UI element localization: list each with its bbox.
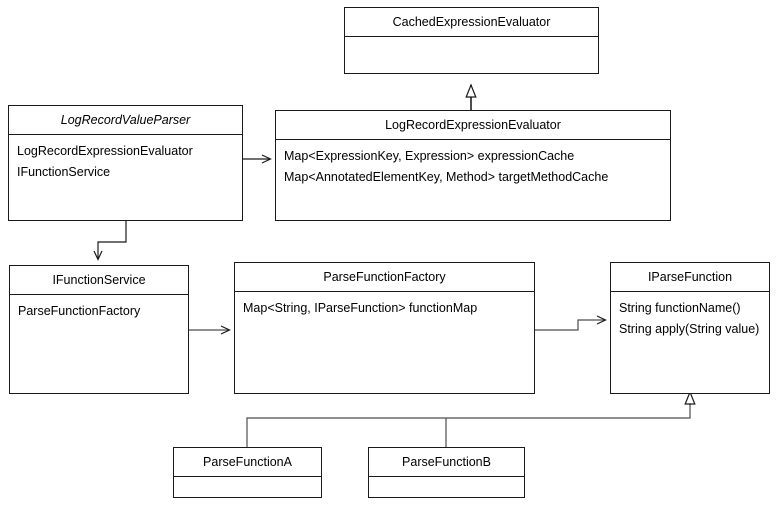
class-attribute: ParseFunctionFactory xyxy=(18,304,141,318)
class-attribute: IFunctionService xyxy=(17,165,111,179)
class-attributes-iparse-function: String functionName() String apply(Strin… xyxy=(611,292,769,393)
class-attributes-parse-function-b xyxy=(369,477,524,497)
edge-subclasses-implement-iparse xyxy=(246,390,696,447)
class-attribute: Map<ExpressionKey, Expression> expressio… xyxy=(284,149,575,163)
class-attribute: String apply(String value) xyxy=(619,322,760,336)
class-box-ifunction-service[interactable]: IFunctionService ParseFunctionFactory xyxy=(9,265,189,394)
class-box-iparse-function[interactable]: IParseFunction String functionName() Str… xyxy=(610,262,770,394)
class-title-cached-expression-evaluator: CachedExpressionEvaluator xyxy=(345,8,598,37)
class-attribute: String functionName() xyxy=(619,301,741,315)
class-attribute: LogRecordExpressionEvaluator xyxy=(17,144,193,158)
class-title-parse-function-factory: ParseFunctionFactory xyxy=(235,263,534,292)
class-title-parse-function-a: ParseFunctionA xyxy=(174,448,321,477)
class-box-parse-function-b[interactable]: ParseFunctionB xyxy=(368,447,525,498)
class-box-parse-function-a[interactable]: ParseFunctionA xyxy=(173,447,322,498)
class-title-iparse-function: IParseFunction xyxy=(611,263,769,292)
class-title-ifunction-service: IFunctionService xyxy=(10,266,188,295)
class-attributes-log-record-value-parser: LogRecordExpressionEvaluator IFunctionSe… xyxy=(9,135,242,220)
class-box-cached-expression-evaluator[interactable]: CachedExpressionEvaluator xyxy=(344,7,599,74)
class-title-log-record-expression-evaluator: LogRecordExpressionEvaluator xyxy=(276,111,670,140)
class-attributes-parse-function-factory: Map<String, IParseFunction> functionMap xyxy=(235,292,534,393)
class-attributes-cached-expression-evaluator xyxy=(345,37,598,73)
class-attribute: Map<String, IParseFunction> functionMap xyxy=(243,301,478,315)
class-box-log-record-expression-evaluator[interactable]: LogRecordExpressionEvaluator Map<Express… xyxy=(275,110,671,221)
class-attributes-ifunction-service: ParseFunctionFactory xyxy=(10,295,188,393)
class-attributes-log-record-expression-evaluator: Map<ExpressionKey, Expression> expressio… xyxy=(276,140,670,220)
class-box-log-record-value-parser[interactable]: LogRecordValueParser LogRecordExpression… xyxy=(8,105,243,221)
class-title-log-record-value-parser: LogRecordValueParser xyxy=(9,106,242,135)
class-box-parse-function-factory[interactable]: ParseFunctionFactory Map<String, IParseF… xyxy=(234,262,535,394)
class-attributes-parse-function-a xyxy=(174,477,321,497)
edge-parser-uses-function-service xyxy=(93,220,127,261)
class-title-parse-function-b: ParseFunctionB xyxy=(369,448,524,477)
class-attribute: Map<AnnotatedElementKey, Method> targetM… xyxy=(284,170,609,184)
edge-factory-uses-iparse xyxy=(535,315,607,331)
